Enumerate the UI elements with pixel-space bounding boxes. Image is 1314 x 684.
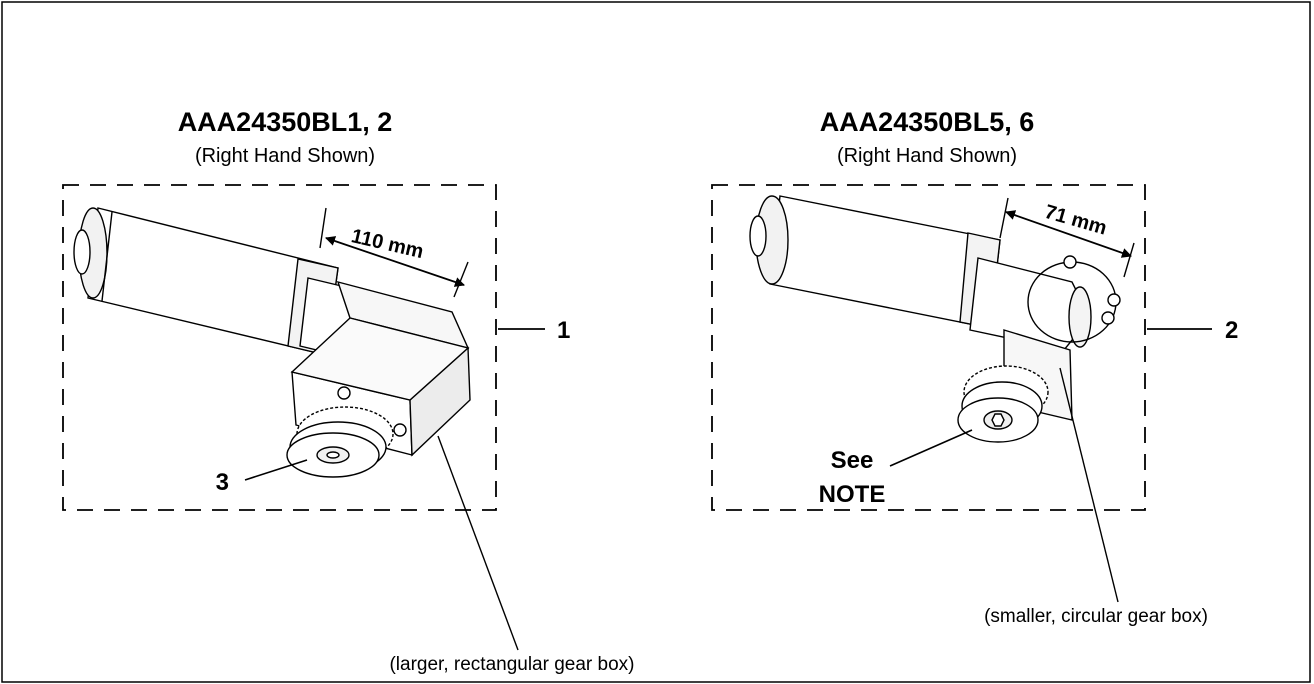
right-motor-shaft-stub: [749, 215, 767, 257]
right-dashed-box: [711, 184, 1146, 511]
left-bolt-top: [337, 386, 351, 400]
right-note-line1: See: [831, 447, 874, 474]
right-title: AAA24350BL5, 6: [820, 107, 1035, 137]
right-caption-leader: [1059, 367, 1119, 603]
right-dimension-extension-a: [999, 197, 1009, 239]
left-subtitle: (Right Hand Shown): [195, 145, 375, 167]
right-dimension-label: 71 mm: [1042, 201, 1109, 240]
right-caption: (smaller, circular gear box): [984, 606, 1208, 627]
left-pulley-bore: [326, 451, 340, 459]
left-dimension-extension-b: [453, 261, 469, 298]
left-dashed-box: [62, 184, 497, 511]
right-pulley-hex-socket: [991, 413, 1005, 427]
right-assembly: AAA24350BL5, 6 (Right Hand Shown): [711, 107, 1238, 627]
left-bolt-right: [393, 423, 407, 437]
right-motor-drawing: [749, 195, 1121, 443]
left-dimension-extension-a: [319, 207, 327, 249]
right-callout-box-number: 2: [1225, 317, 1238, 344]
left-caption: (larger, rectangular gear box): [389, 654, 634, 675]
left-callout-box-number: 1: [557, 317, 570, 344]
right-bolt-top: [1063, 255, 1077, 269]
right-note-line2: NOTE: [819, 481, 886, 508]
left-gearbox-upper: [290, 317, 470, 401]
right-bolt-side: [1107, 293, 1121, 307]
right-bolt-mid: [1101, 311, 1115, 325]
right-shaft-tip: [1068, 286, 1092, 348]
right-note-leader: [889, 429, 973, 467]
left-assembly: AAA24350BL1, 2 (Right Hand Shown): [62, 107, 635, 675]
left-caption-leader: [437, 435, 519, 651]
left-dimension-arrow: [325, 236, 465, 287]
left-dimension-label: 110 mm: [349, 225, 425, 263]
right-subtitle: (Right Hand Shown): [837, 145, 1017, 167]
right-dimension-extension-b: [1123, 242, 1135, 278]
left-motor-shaft-stub: [73, 229, 91, 275]
left-title: AAA24350BL1, 2: [178, 107, 393, 137]
left-motor-seam: [101, 211, 113, 302]
left-callout-part-leader: [244, 459, 308, 481]
left-callout-part-number: 3: [216, 469, 229, 496]
right-dimension-arrow: [1005, 210, 1132, 258]
